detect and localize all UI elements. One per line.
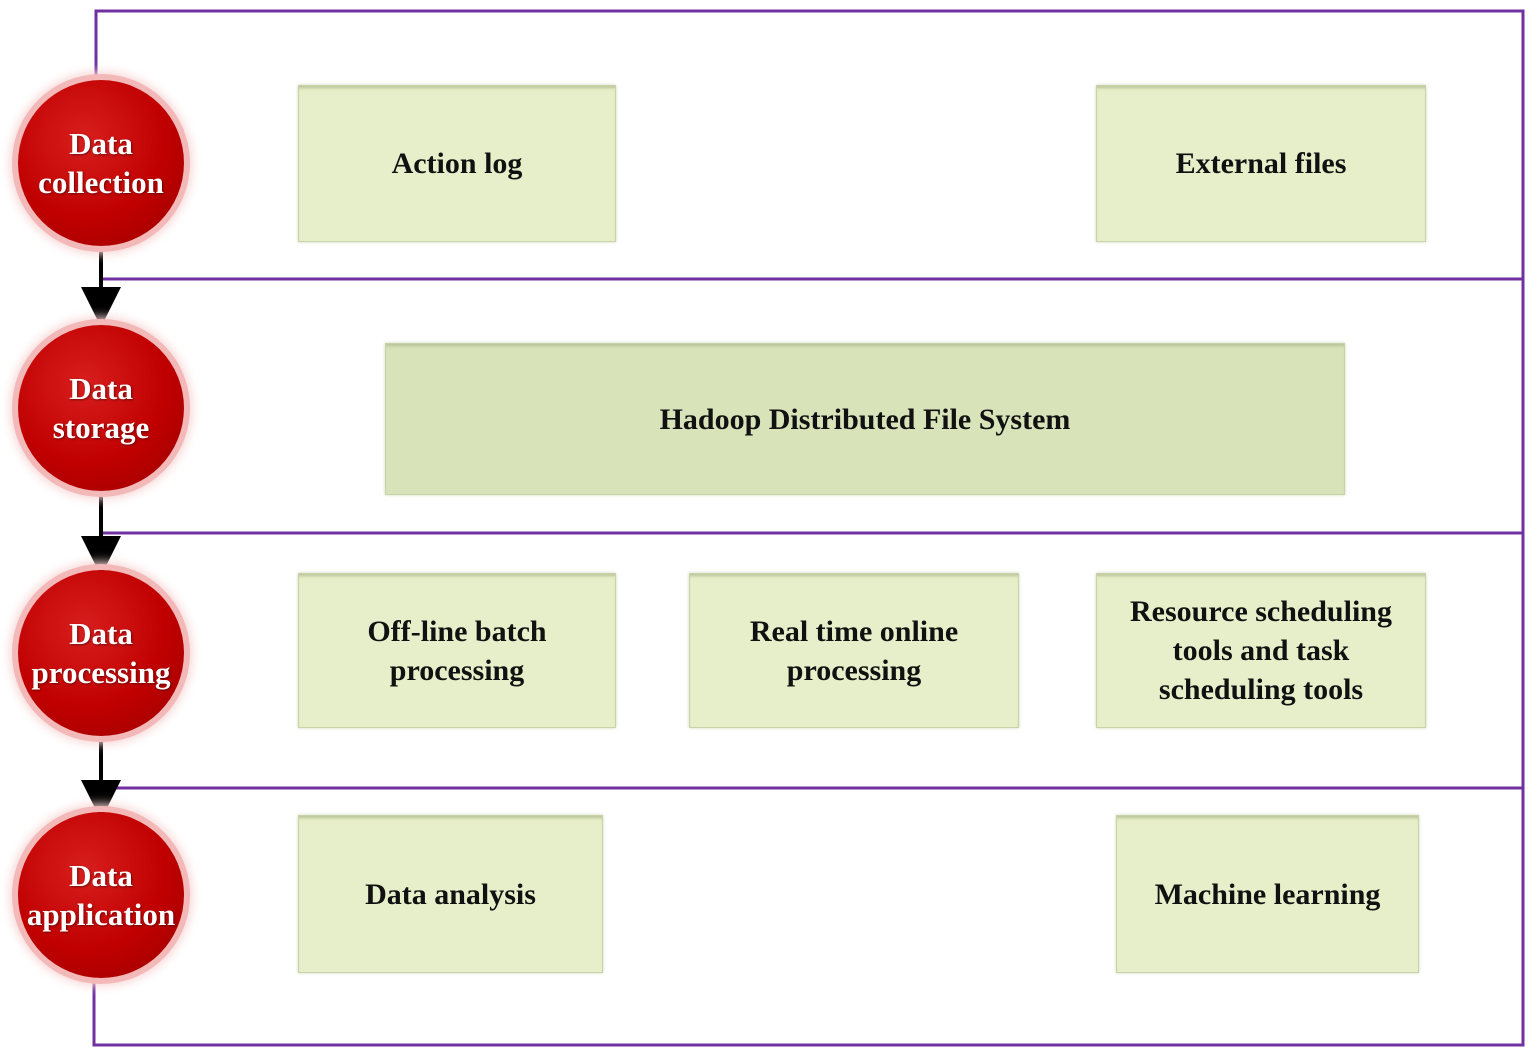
box-label-line: Resource scheduling	[1130, 595, 1392, 628]
box-hdfs: Hadoop Distributed File System	[385, 343, 1345, 495]
box-external-files: External files	[1096, 85, 1426, 242]
stage-label-line2: collection	[38, 165, 164, 200]
box-label: Data analysis	[365, 877, 536, 911]
stage-label-line1: Data	[69, 371, 133, 406]
box-action-log: Action log	[298, 85, 616, 242]
box-label-line: Real time online	[749, 614, 959, 648]
box-label-line: processing	[389, 653, 525, 687]
stage-data-collection: Data collection	[18, 80, 184, 246]
box-data-analysis: Data analysis	[298, 815, 603, 973]
box-label-line: processing	[786, 653, 922, 687]
box-label: Machine learning	[1154, 877, 1381, 911]
box-label: External files	[1175, 147, 1347, 180]
stage-data-processing: Data processing	[18, 570, 184, 736]
box-label-line: Off-line batch	[367, 614, 547, 648]
box-realtime-online-processing: Real time online processing	[689, 573, 1019, 728]
box-label-line: scheduling tools	[1158, 673, 1364, 706]
stage-label-line1: Data	[69, 126, 133, 161]
box-label: Hadoop Distributed File System	[659, 402, 1071, 436]
stage-label-line2: storage	[52, 410, 150, 445]
box-resource-scheduling-tools: Resource scheduling tools and task schedul…	[1096, 573, 1426, 728]
stage-label-line1: Data	[69, 616, 133, 651]
box-offline-batch-processing: Off-line batch processing	[298, 573, 616, 728]
box-label: Action log	[391, 147, 523, 180]
stage-data-application: Data application	[18, 812, 184, 978]
stage-data-storage: Data storage	[18, 325, 184, 491]
stage-label-line2: processing	[31, 655, 171, 690]
box-machine-learning: Machine learning	[1116, 815, 1419, 973]
stage-label-line1: Data	[69, 858, 133, 893]
stage-label-line2: application	[26, 897, 176, 932]
box-label-line: tools and task	[1172, 634, 1350, 667]
frame-line	[92, 9, 1525, 1047]
